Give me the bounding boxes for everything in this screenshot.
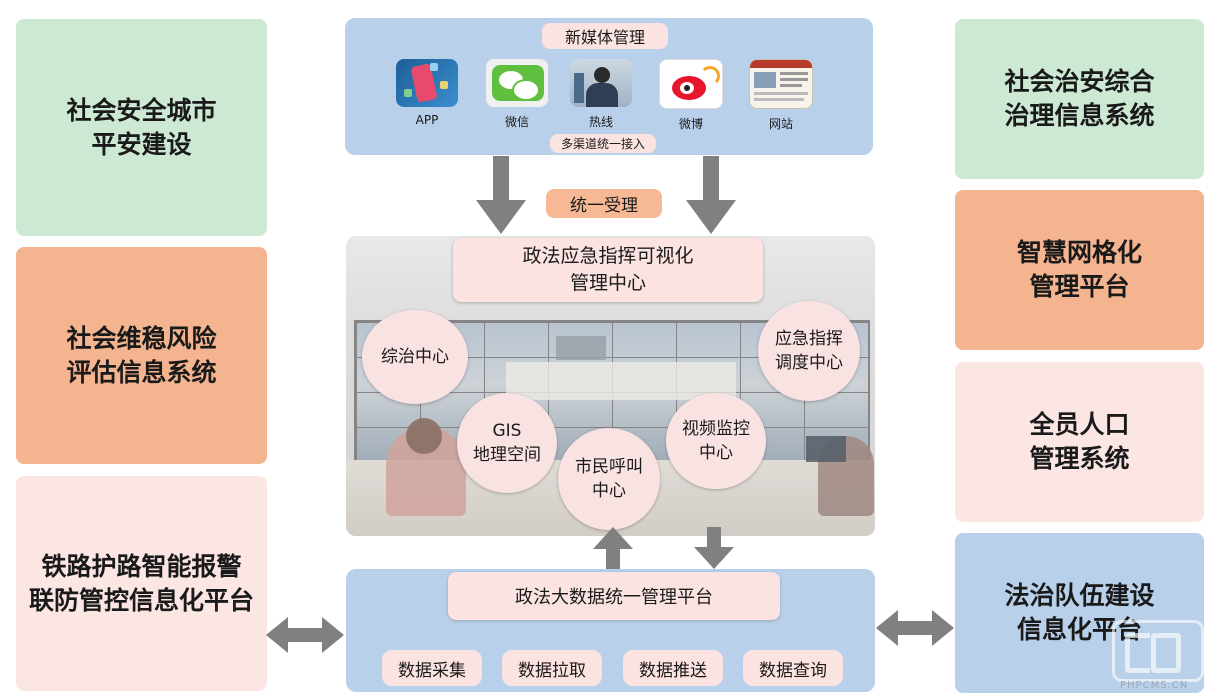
channel-app-label: APP	[415, 113, 439, 127]
watermark-text: PHPCMS.CN	[1120, 680, 1189, 691]
circle-emergency-dispatch: 应急指挥 调度中心	[758, 301, 860, 401]
channel-weibo-label: 微博	[678, 117, 703, 131]
arrow-right-bidirectional	[876, 610, 954, 646]
function-data-collection: 数据采集	[382, 650, 482, 686]
arrow-center-to-bigdata	[694, 527, 734, 569]
channel-hotline-label: 热线	[588, 115, 613, 129]
wechat-icon	[486, 59, 548, 107]
new-media-panel: 新媒体管理 APP 微信 热线 微博	[345, 18, 873, 155]
multi-channel-access-label: 多渠道统一接入	[550, 134, 656, 153]
left-box-stability-risk: 社会维稳风险 评估信息系统	[16, 247, 267, 464]
left-box-safe-city: 社会安全城市 平安建设	[16, 19, 267, 236]
new-media-title: 新媒体管理	[542, 23, 668, 49]
circle-zongzhi-center: 综治中心	[362, 310, 468, 404]
channel-website-label: 网站	[768, 117, 793, 131]
website-icon	[749, 59, 813, 109]
right-box-smart-grid: 智慧网格化 管理平台	[955, 190, 1204, 350]
circle-citizen-hotline: 市民呼叫 中心	[558, 428, 660, 530]
arrow-bigdata-to-center	[593, 527, 633, 569]
app-icon	[396, 59, 458, 107]
function-data-query: 数据查询	[743, 650, 843, 686]
circle-gis-spatial: GIS 地理空间	[457, 393, 557, 493]
arrow-media-to-center-left	[476, 156, 526, 234]
channel-weibo: 微博	[659, 59, 723, 132]
channel-website: 网站	[749, 59, 813, 132]
unified-accept-label: 统一受理	[546, 189, 662, 218]
right-box-public-security: 社会治安综合 治理信息系统	[955, 19, 1204, 179]
arrow-media-to-center-right	[686, 156, 736, 234]
left-box-railway-alarm: 铁路护路智能报警 联防管控信息化平台	[16, 476, 267, 691]
right-box-legal-team: 法治队伍建设 信息化平台	[955, 533, 1204, 693]
weibo-icon	[659, 59, 723, 109]
arrow-left-bidirectional	[266, 617, 344, 653]
command-center-title: 政法应急指挥可视化 管理中心	[453, 238, 763, 302]
channel-wechat: 微信	[485, 59, 549, 130]
function-data-pull: 数据拉取	[502, 650, 602, 686]
channel-wechat-label: 微信	[504, 115, 529, 129]
watermark-logo	[1112, 620, 1204, 682]
right-box-population: 全员人口 管理系统	[955, 362, 1204, 522]
channel-app: APP	[395, 59, 459, 127]
hotline-icon	[570, 59, 632, 107]
channel-hotline: 热线	[569, 59, 633, 130]
function-data-push: 数据推送	[623, 650, 723, 686]
big-data-title: 政法大数据统一管理平台	[448, 572, 780, 620]
circle-video-surveillance: 视频监控 中心	[666, 393, 766, 489]
